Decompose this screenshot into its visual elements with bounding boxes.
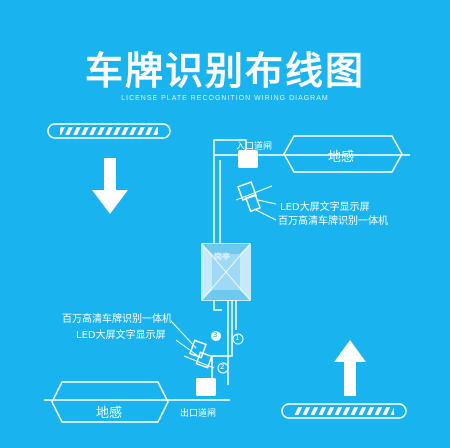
entrance-gate-label: 入口道闸 bbox=[236, 142, 273, 152]
entrance-led-camera bbox=[235, 181, 277, 221]
entrance-gate-box bbox=[238, 150, 258, 168]
exit-loop-label: 地感 bbox=[96, 406, 123, 421]
entrance-loop-label: 地感 bbox=[328, 150, 355, 165]
exit-gate-box bbox=[196, 378, 216, 396]
cable-1-label: 1 bbox=[235, 334, 240, 342]
exit-gate-label: 出口道闸 bbox=[180, 409, 217, 419]
entrance-barrier-arm bbox=[47, 123, 171, 139]
exit-ground-loop bbox=[44, 381, 230, 423]
entrance-camera-label: 百万高清车牌识别一体机 bbox=[278, 216, 388, 227]
exit-led-camera bbox=[171, 321, 215, 369]
booth bbox=[201, 243, 251, 301]
booth-label: 岗亭 bbox=[214, 252, 230, 261]
exit-barrier-arm bbox=[281, 403, 407, 419]
cable-3-label: 3 bbox=[213, 331, 218, 339]
entry-direction-arrow-icon bbox=[92, 158, 128, 214]
entrance-led-label: LED大屏文字显示屏 bbox=[280, 202, 370, 213]
exit-led-label: LED大屏文字显示屏 bbox=[76, 330, 166, 341]
exit-direction-arrow-icon bbox=[334, 340, 366, 396]
cable-markers bbox=[211, 331, 244, 374]
exit-camera-label: 百万高清车牌识别一体机 bbox=[62, 314, 172, 325]
cable-2-label: 2 bbox=[220, 363, 225, 371]
page-subtitle: LICENSE PLATE RECOGNITION WIRING DIAGRAM bbox=[121, 95, 329, 102]
page-title: 车牌识别布线图 bbox=[84, 49, 365, 93]
